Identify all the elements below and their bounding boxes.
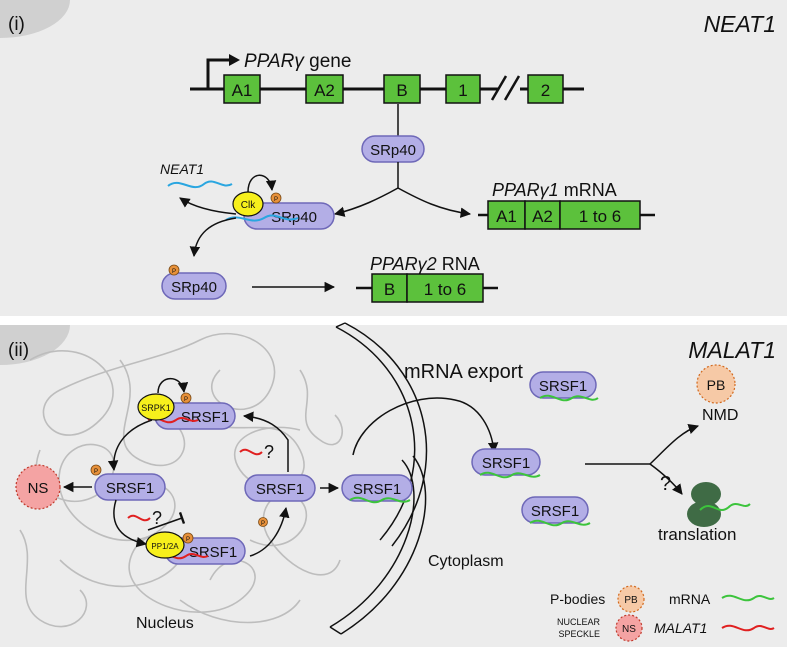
svg-text:SRp40: SRp40 — [370, 142, 416, 159]
panel-i: (i) NEAT1 PPARγ gene A1 A2 B — [0, 0, 787, 316]
svg-text:P: P — [186, 537, 190, 543]
exon-b: B — [383, 74, 421, 104]
svg-text:1 to 6: 1 to 6 — [424, 280, 467, 299]
svg-text:A2: A2 — [532, 207, 553, 226]
pparg1-mrna-label: PPARγ1 mRNA — [492, 180, 617, 200]
panel-ii: (ii) MALAT1 mRNA export SRSF1 SR — [0, 322, 787, 647]
svg-text:SRSF1: SRSF1 — [482, 455, 530, 472]
srpk1-kinase — [137, 393, 175, 421]
srpk1-srsf1-complex: SRSF1 SRPK1 P — [137, 377, 236, 430]
svg-text:P: P — [184, 397, 188, 403]
svg-text:SRp40: SRp40 — [271, 209, 317, 226]
svg-text:P: P — [261, 521, 265, 527]
neat1-rna — [167, 180, 233, 189]
svg-text:P: P — [94, 469, 98, 475]
gene-label: PPARγ gene — [244, 51, 351, 72]
svg-text:MALAT1: MALAT1 — [654, 620, 707, 636]
svg-text:SRPK1: SRPK1 — [141, 403, 171, 413]
cytoplasm-label: Cytoplasm — [428, 553, 504, 570]
phosphorylation-arrow — [247, 174, 277, 193]
svg-text:PB: PB — [624, 595, 638, 606]
pparg2-rna: B 1 to 6 — [356, 273, 498, 303]
pp12a-phosphatase — [145, 531, 185, 559]
svg-text:?: ? — [660, 473, 671, 495]
panel-i-title: NEAT1 — [704, 11, 776, 37]
svg-text:2: 2 — [541, 81, 550, 100]
p-body: PB — [696, 364, 736, 404]
pp12a-srsf1-complex: SRSF1 PP1/2A P — [145, 531, 246, 565]
neat1-rna-label: NEAT1 — [160, 161, 204, 177]
svg-text:B: B — [396, 81, 407, 100]
mrna-export-label: mRNA export — [404, 361, 523, 383]
nuclear-speckle: NS — [15, 464, 61, 510]
exon-a1: A1 — [223, 74, 261, 104]
cytoplasmic-srsf1-top: SRSF1 — [529, 371, 599, 402]
panel-i-corner — [0, 0, 70, 38]
pparg-gene: PPARγ gene A1 A2 B 1 2 — [190, 51, 584, 104]
svg-text:A1: A1 — [232, 81, 253, 100]
srsf1-mrna-export: SRSF1 — [341, 474, 413, 504]
svg-text:1 to 6: 1 to 6 — [579, 207, 622, 226]
phosphorylated-srsf1: SRSF1 P — [90, 464, 166, 501]
exon-1: 1 — [445, 74, 481, 104]
translation-label: translation — [658, 525, 736, 544]
arrow-to-pparg1-mrna — [397, 187, 472, 218]
svg-text:NS: NS — [622, 624, 636, 635]
pparg1-mrna: A1 A2 1 to 6 — [478, 200, 655, 230]
svg-text:SRSF1: SRSF1 — [256, 481, 304, 498]
svg-text:A2: A2 — [314, 81, 335, 100]
svg-text:SRSF1: SRSF1 — [531, 503, 579, 520]
svg-text:SRSF1: SRSF1 — [106, 480, 154, 497]
svg-text:A1: A1 — [496, 207, 517, 226]
svg-text:Clk: Clk — [241, 200, 256, 211]
svg-text:?: ? — [264, 442, 274, 462]
svg-text:P-bodies: P-bodies — [550, 591, 605, 607]
svg-text:SRSF1: SRSF1 — [189, 544, 237, 561]
svg-text:PB: PB — [707, 377, 726, 393]
svg-text:1: 1 — [458, 81, 467, 100]
gene-break-mark — [490, 75, 508, 101]
cytoplasmic-srsf1-bottom: SRSF1 — [521, 496, 591, 527]
srp40-binding-exon-b: SRp40 — [361, 135, 425, 163]
phospho-icon — [270, 192, 282, 204]
pparg2-rna-label: PPARγ2 RNA — [370, 254, 480, 274]
gene-break-mark — [503, 75, 521, 101]
dephosphorylated-srsf1: SRSF1 — [244, 474, 316, 502]
panel-ii-label: (ii) — [8, 340, 29, 361]
exon-2: 2 — [527, 74, 564, 104]
ribosome-icon — [687, 482, 751, 527]
phosphorylated-srp40: SRp40 P — [161, 264, 227, 300]
arrow-to-srp40-complex — [333, 187, 399, 217]
svg-text:SRSF1: SRSF1 — [181, 409, 229, 426]
svg-text:SRp40: SRp40 — [171, 279, 217, 296]
promoter-arrow-icon — [206, 58, 230, 89]
svg-text:PP1/2A: PP1/2A — [151, 542, 179, 551]
nmd-label: NMD — [702, 407, 738, 424]
svg-text:SRSF1: SRSF1 — [539, 378, 587, 395]
legend: P-bodies PB NUCLEAR SPECKLE NS mRNA MALA… — [550, 585, 775, 642]
exon-a2: A2 — [305, 74, 344, 104]
svg-text:?: ? — [152, 508, 162, 528]
panel-i-label: (i) — [8, 14, 25, 35]
panel-ii-title: MALAT1 — [688, 337, 776, 363]
svg-text:P: P — [172, 269, 176, 275]
svg-text:SPECKLE: SPECKLE — [558, 629, 600, 639]
nucleus-label: Nucleus — [136, 615, 194, 632]
export-arrow — [352, 397, 499, 456]
svg-text:P: P — [274, 197, 278, 203]
svg-text:B: B — [384, 280, 395, 299]
svg-text:NS: NS — [28, 480, 49, 497]
svg-text:NUCLEAR: NUCLEAR — [557, 617, 601, 627]
svg-text:SRSF1: SRSF1 — [353, 481, 401, 498]
srp40-neat1-complex: SRp40 Clk P — [225, 174, 335, 230]
cytoplasmic-srsf1-middle: SRSF1 — [471, 448, 541, 479]
svg-text:mRNA: mRNA — [669, 591, 711, 607]
